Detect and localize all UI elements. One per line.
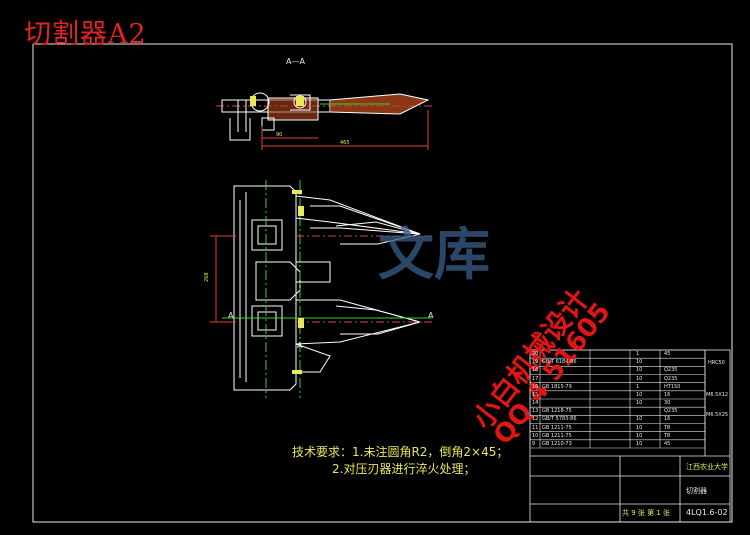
bom-cell: GB 1210-73 bbox=[542, 440, 572, 447]
cut-mark-right: A bbox=[428, 311, 434, 320]
bom-cell: HT150 bbox=[664, 383, 681, 390]
bom-cell: 10 bbox=[636, 400, 643, 406]
bom-cell: 16 bbox=[664, 391, 671, 398]
bom-cell: Q235 bbox=[664, 367, 678, 374]
bom-cell: 10 bbox=[636, 440, 643, 447]
bom-cell: 1 bbox=[636, 383, 640, 390]
bom-cell: 11 bbox=[532, 424, 539, 431]
bom-cell: 20 bbox=[532, 351, 539, 357]
bom-cell: Q235 bbox=[664, 408, 678, 415]
drawing-name: 切割器 bbox=[686, 487, 707, 495]
plan-view bbox=[210, 180, 432, 398]
bom-cell: 10 bbox=[636, 375, 643, 382]
bom-cell: GB/T 5783-86 bbox=[542, 416, 577, 423]
tech-req-line2: 2.对压刃器进行淬火处理； bbox=[332, 462, 476, 476]
drawing-border bbox=[32, 43, 733, 523]
bom-cell: 18 bbox=[532, 367, 539, 374]
bom-cell: T8 bbox=[664, 432, 671, 439]
right-note-2: M6.5X12 bbox=[706, 392, 729, 398]
bom-cell: 15 bbox=[532, 391, 539, 398]
bom-cell: 17 bbox=[532, 375, 539, 382]
bom-cell: 30 bbox=[664, 400, 671, 406]
right-note-3: M6.5X25 bbox=[706, 412, 729, 418]
dim-top-left: 90 bbox=[276, 132, 282, 138]
bom-cell: 14 bbox=[532, 400, 539, 406]
watermark-site-text: 文库 bbox=[378, 223, 490, 288]
section-label: A—A bbox=[286, 57, 305, 66]
tech-req-line1: 技术要求：1.未注圆角R2，倒角2×45； bbox=[292, 445, 509, 459]
bom-cell: 16 bbox=[664, 416, 671, 423]
bom-cell: 19 bbox=[532, 359, 539, 366]
bom-cell: 45 bbox=[664, 351, 671, 357]
sheet-info: 共 9 张 第 1 张 bbox=[622, 509, 671, 517]
bom-cell: GB/T 6184-86 bbox=[542, 359, 577, 366]
drawing-number: 4LQ1.6-02 bbox=[686, 508, 728, 517]
section-view bbox=[216, 92, 432, 150]
bom-cell: 45 bbox=[664, 440, 671, 447]
bom-cell: GB 1815-79 bbox=[542, 383, 572, 390]
bom-cell: GB 1218-75 bbox=[542, 408, 572, 415]
drawing-title: 切割器A2 bbox=[24, 19, 147, 50]
dim-top-right: 465 bbox=[340, 140, 350, 146]
bom-cell: Q235 bbox=[664, 375, 678, 382]
cut-mark-center: A bbox=[297, 341, 303, 350]
bom-cell: 10 bbox=[636, 359, 643, 366]
bom-cell: GB 1211-75 bbox=[542, 424, 572, 431]
bom-cell: 10 bbox=[636, 432, 643, 439]
bom-cell: 16 bbox=[532, 383, 539, 390]
bom-cell: 12 bbox=[532, 416, 539, 423]
bom-cell: 9 bbox=[532, 440, 536, 447]
bom-cell: 10 bbox=[636, 391, 643, 398]
cut-mark-left: A bbox=[228, 311, 234, 320]
school-name: 江西农业大学 bbox=[686, 463, 728, 471]
bom-cell: 10 bbox=[532, 432, 539, 439]
bom-cell: T8 bbox=[664, 424, 671, 431]
bom-cell: 13 bbox=[532, 408, 539, 415]
dim-side: 268 bbox=[204, 272, 210, 282]
bom-cell: 10 bbox=[636, 424, 643, 431]
bom-table bbox=[529, 349, 706, 449]
bom-cell: 10 bbox=[636, 416, 643, 423]
bom-cell: 1 bbox=[636, 351, 640, 357]
bom-cell: GB 1211-75 bbox=[542, 432, 572, 439]
bom-cell: 10 bbox=[636, 367, 643, 374]
right-note-1: HRC50 bbox=[708, 360, 725, 366]
